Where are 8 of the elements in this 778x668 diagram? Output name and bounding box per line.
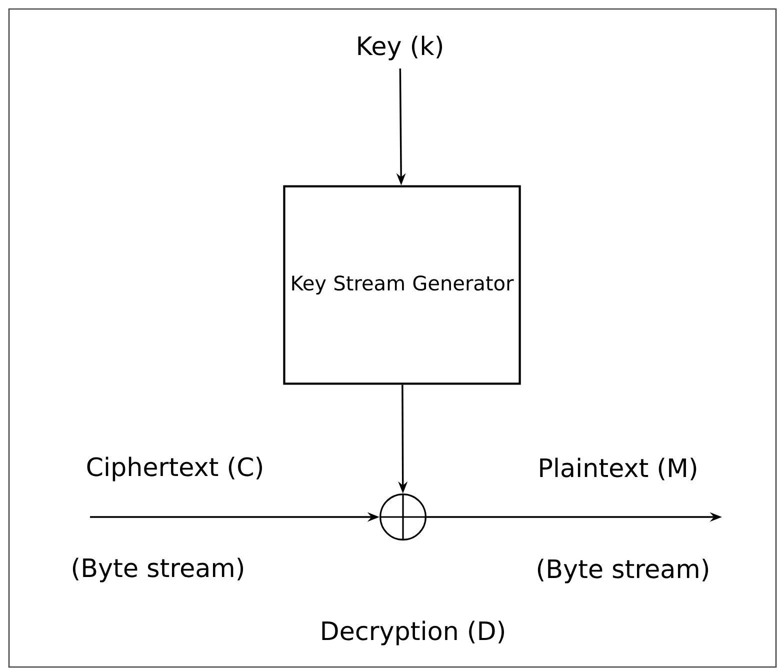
caption: Decryption (D) [322,620,504,646]
stream-label: Plaintext (M) [540,458,696,480]
xor-symbol [380,494,426,540]
stream-label: (Byte stream) [72,558,244,582]
input-label: Key (k) [358,36,442,60]
process-box: Key Stream Generator [283,185,521,385]
stream-label: (Byte stream) [538,558,708,584]
stream-label: Ciphertext (C) [87,456,262,482]
